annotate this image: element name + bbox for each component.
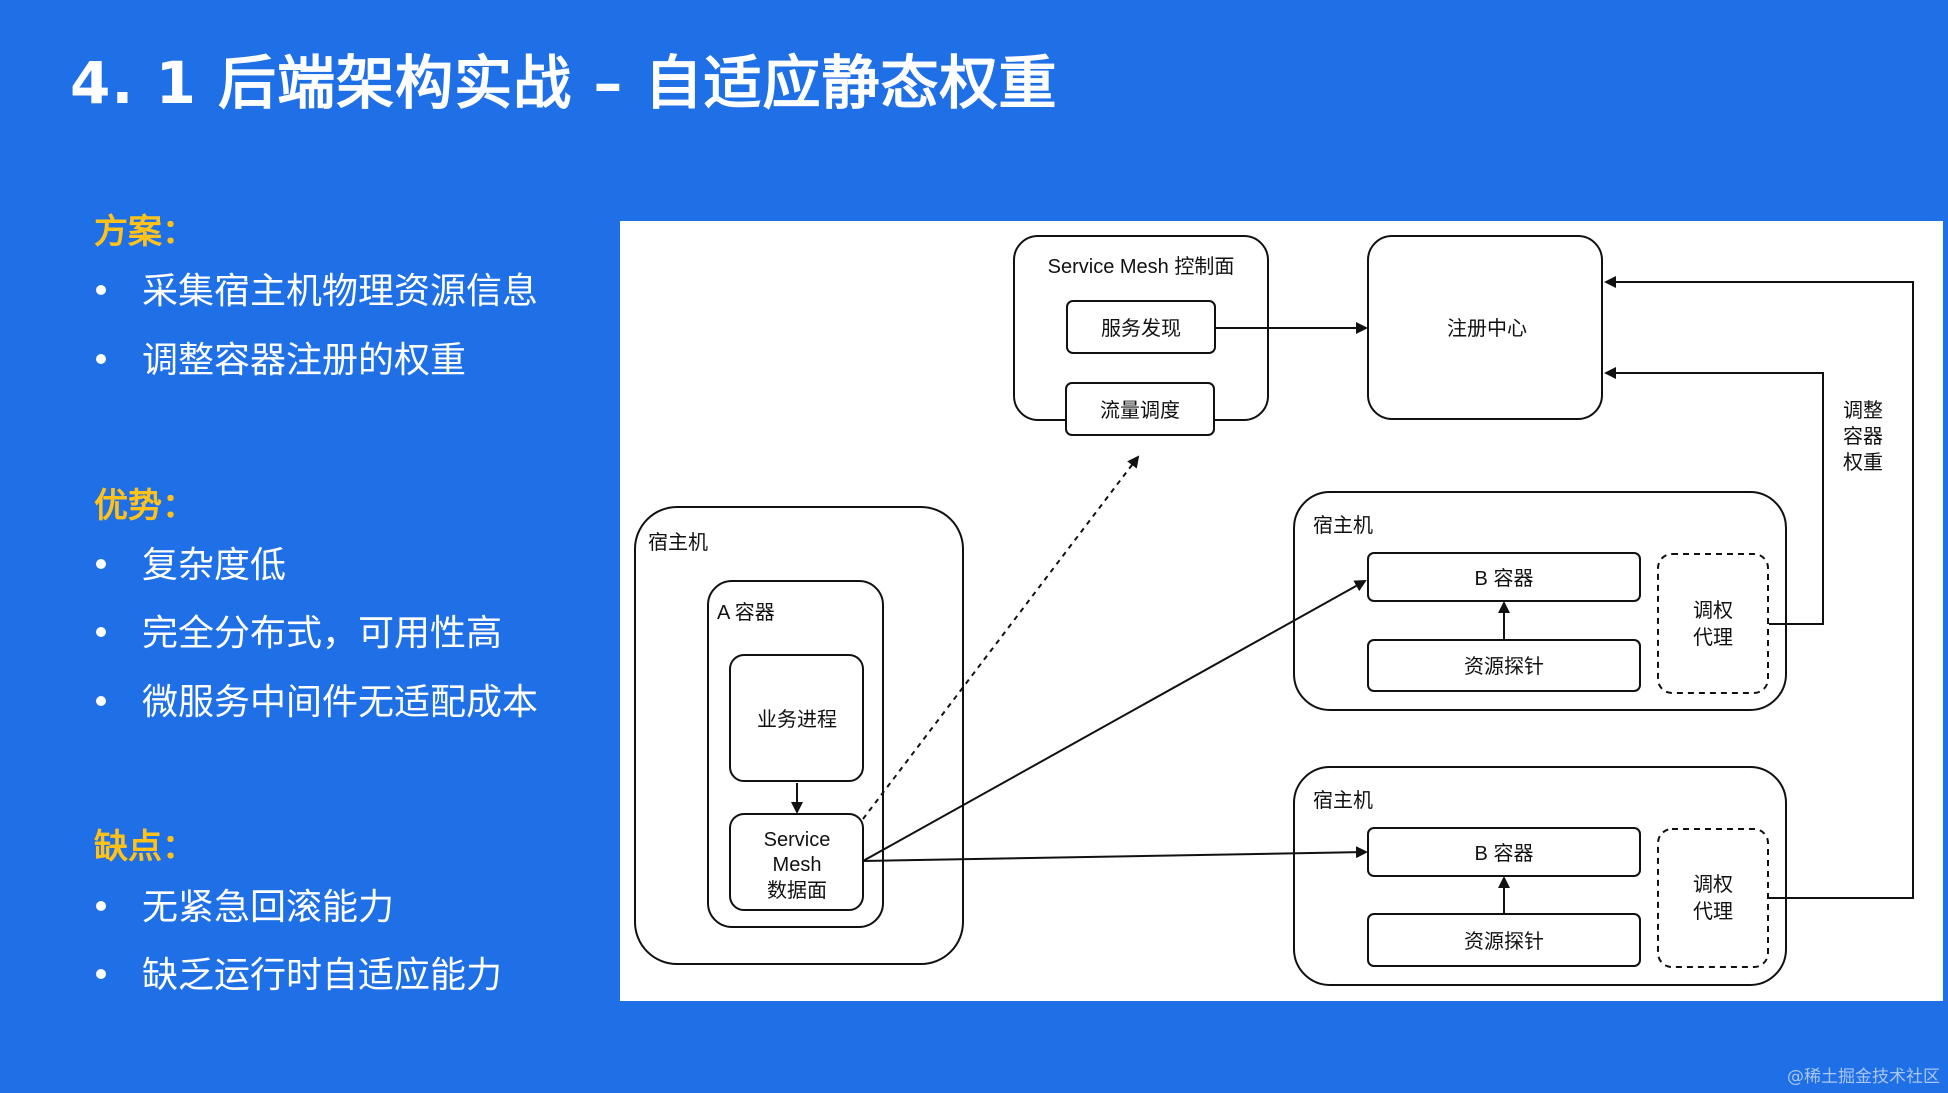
bullet-text: 调整容器注册的权重: [142, 340, 467, 381]
dataplane-to-container-b2-arrow: [862, 846, 1368, 862]
host-b1-box: 宿主机 B 容器 资源探针 调权 代理: [1293, 491, 1787, 711]
traffic-scheduling-box: [1065, 382, 1215, 436]
bullet-text: 微服务中间件无适配成本: [142, 682, 539, 723]
service-discovery-box: [1066, 300, 1216, 354]
footer-watermark: @稀土掘金技术社区: [1787, 1067, 1940, 1087]
bullet-dot-icon: [96, 696, 106, 706]
section-heading-advantages: 优势：: [94, 486, 196, 526]
proxy-b1-to-registry-arrow: [1604, 367, 1824, 625]
container-a-title: A 容器: [717, 601, 775, 624]
bullet-text: 无紧急回滚能力: [142, 887, 395, 928]
adjust-weight-label-line3: 权重: [1843, 451, 1883, 474]
bullet-item: 完全分布式，可用性高: [96, 614, 502, 654]
bullet-item: 无紧急回滚能力: [96, 888, 394, 928]
resource-probe-b2-label: 资源探针: [1464, 930, 1544, 953]
business-process-label: 业务进程: [757, 708, 837, 731]
adjust-weight-label-line1: 调整: [1843, 399, 1883, 422]
bullet-text: 完全分布式，可用性高: [142, 613, 503, 654]
container-b2-label: B 容器: [1475, 842, 1534, 865]
data-plane-line1: Service: [764, 829, 831, 851]
bullet-text: 缺乏运行时自适应能力: [142, 955, 503, 996]
host-b2-box: 宿主机 B 容器 资源探针 调权 代理: [1293, 766, 1787, 986]
section-heading-plan: 方案：: [94, 212, 196, 252]
bullet-dot-icon: [96, 627, 106, 637]
weight-proxy-b1-line2: 代理: [1693, 626, 1733, 649]
bullet-dot-icon: [96, 354, 106, 364]
host-a-title: 宿主机: [648, 531, 708, 554]
weight-proxy-b1-box: [1657, 553, 1769, 694]
bullet-dot-icon: [96, 901, 106, 911]
resource-probe-b1-label: 资源探针: [1464, 655, 1544, 678]
host-b2-title: 宿主机: [1313, 789, 1373, 812]
mesh-data-plane-box: [729, 813, 864, 911]
dataplane-to-container-b1-arrow: [862, 580, 1367, 862]
bullet-dot-icon: [96, 285, 106, 295]
service-discovery-label: 服务发现: [1101, 317, 1181, 340]
traffic-scheduling-label: 流量调度: [1100, 399, 1180, 422]
diagram-canvas: Service Mesh 控制面 服务发现 流量调度 注册中心 调整 容器 权重…: [634, 235, 1914, 986]
bullet-item: 微服务中间件无适配成本: [96, 683, 538, 723]
weight-proxy-b2-line1: 调权: [1693, 873, 1733, 896]
bullet-item: 复杂度低: [96, 546, 286, 586]
bullet-dot-icon: [96, 559, 106, 569]
data-plane-line2: Mesh: [773, 854, 822, 876]
control-plane-box: Service Mesh 控制面 服务发现 流量调度: [1013, 235, 1269, 436]
adjust-weight-label-line2: 容器: [1843, 425, 1883, 448]
control-plane-title: Service Mesh 控制面: [1048, 255, 1235, 278]
host-b1-title: 宿主机: [1313, 514, 1373, 537]
bullet-item: 调整容器注册的权重: [96, 341, 466, 381]
business-process-box: [729, 654, 864, 782]
weight-proxy-b1-line1: 调权: [1693, 599, 1733, 622]
registry-label: 注册中心: [1447, 317, 1527, 340]
data-plane-line3: 数据面: [767, 879, 827, 902]
bullet-text: 采集宿主机物理资源信息: [142, 271, 539, 312]
host-a-box: 宿主机 A 容器 业务进程 Service Mesh 数据面: [634, 506, 964, 965]
slide-title: 4. 1 后端架构实战 – 自适应静态权重: [70, 49, 1058, 117]
section-heading-drawbacks: 缺点：: [94, 827, 196, 867]
bullet-item: 缺乏运行时自适应能力: [96, 956, 502, 996]
container-b1-label: B 容器: [1475, 567, 1534, 590]
bullet-dot-icon: [96, 969, 106, 979]
proxy-b2-to-registry-arrow: [1604, 276, 1914, 899]
weight-proxy-b2-line2: 代理: [1693, 900, 1733, 923]
bullet-text: 复杂度低: [142, 545, 287, 586]
architecture-diagram: Service Mesh 控制面 服务发现 流量调度 注册中心 调整 容器 权重…: [620, 221, 1943, 1001]
weight-proxy-b2-box: [1657, 828, 1769, 968]
registry-box: 注册中心: [1367, 235, 1603, 420]
bullet-item: 采集宿主机物理资源信息: [96, 272, 538, 312]
